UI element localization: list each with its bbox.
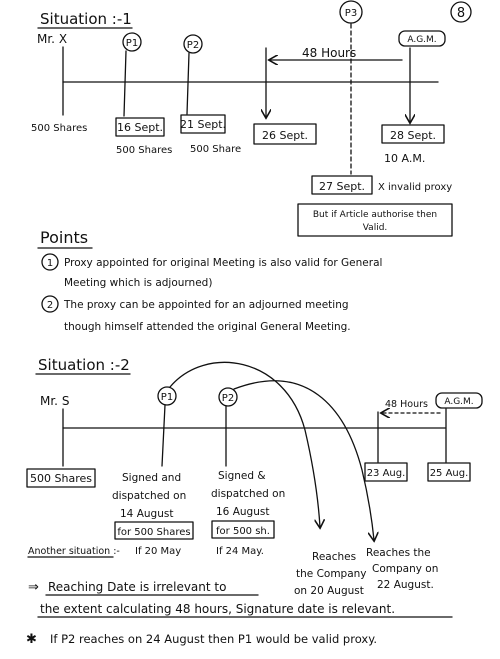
s2-p1-line1: Signed and (122, 472, 181, 484)
hours-label-2: 48 Hours (385, 399, 428, 410)
agm-date-box (381, 124, 445, 144)
mr-x-shares: 500 Shares (31, 123, 87, 134)
point1-line2: Meeting which is adjourned) (64, 277, 212, 289)
cutoff-date-box (253, 123, 317, 145)
agm-box-1 (398, 30, 446, 47)
date-25: 25 Aug. (430, 468, 469, 479)
s2-p2-circle (218, 387, 238, 407)
p2-date-box (180, 114, 226, 134)
situation1-title: Situation :-1 (40, 10, 132, 28)
point2-line1: The proxy can be appointed for an adjour… (63, 299, 349, 311)
point2-line2: though himself attended the original Gen… (64, 321, 351, 333)
reach2-line2: Company on (372, 563, 438, 575)
p1-label: P1 (126, 38, 138, 49)
another-p1: If 20 May (135, 546, 181, 557)
another-situation-label: Another situation :- (28, 546, 120, 557)
s2-p1-line2: dispatched on (112, 490, 186, 502)
hours-label-1: 48 Hours (302, 46, 356, 60)
date-25-box (427, 462, 471, 482)
reach2-line3: 22 August. (377, 579, 434, 591)
mr-x-label: Mr. X (37, 32, 67, 46)
mr-s-label: Mr. S (40, 394, 69, 408)
point1-line1: Proxy appointed for original Meeting is … (64, 257, 382, 269)
star-icon: ✱ (26, 632, 37, 647)
p1-date-box (115, 117, 165, 137)
s2-p1-box (114, 521, 194, 540)
reach1-line2: the Company (296, 568, 367, 580)
s2-p2-box (211, 520, 275, 539)
note-line1: Reaching Date is irrelevant to (48, 580, 226, 594)
date-23-box (364, 462, 408, 482)
point1-number: 1 (47, 258, 53, 269)
reach1-line1: Reaches (312, 551, 356, 563)
reach2-line1: Reaches the (366, 547, 431, 559)
agm-time: 10 A.M. (384, 152, 425, 165)
agm-label-2: A.G.M. (444, 397, 473, 407)
agm-label-1: A.G.M. (407, 35, 436, 45)
p1-shares: 500 Shares (116, 145, 172, 156)
s2-p1-line3: 14 August (120, 508, 173, 520)
agm-box-2 (435, 392, 483, 409)
p2-shares: 500 Share (190, 144, 241, 155)
cutoff-date: 26 Sept. (262, 129, 308, 142)
note-line3: If P2 reaches on 24 August then P1 would… (50, 632, 377, 646)
situation2-title: Situation :-2 (38, 356, 130, 374)
date-23: 23 Aug. (367, 468, 406, 479)
agm-date: 28 Sept. (390, 129, 436, 142)
point2-circle (41, 295, 59, 313)
invalid-note: X invalid proxy (378, 182, 452, 193)
page-number-circle (450, 1, 472, 23)
implies-arrow: ⇒ (28, 580, 39, 595)
s2-p1-label: P1 (161, 392, 173, 403)
article-note-line2: Valid. (363, 223, 388, 233)
reach1-line3: on 20 August (294, 585, 364, 597)
mr-s-shares-box (26, 468, 96, 488)
point1-circle (41, 253, 59, 271)
s2-p2-line1: Signed & (218, 470, 266, 482)
p1-circle (122, 32, 142, 52)
p2-reach-arrow (233, 380, 374, 540)
p3-date-box (311, 175, 373, 195)
s2-p1-circle (157, 386, 177, 406)
another-p2: If 24 May. (216, 546, 264, 557)
p2-circle (183, 34, 203, 54)
s2-p1-tick (161, 404, 166, 467)
s2-p2-box-text: for 500 sh. (216, 526, 270, 537)
point2-number: 2 (47, 300, 53, 311)
s2-p1-box-text: for 500 Shares (117, 527, 190, 538)
article-note-line1: But if Article authorise then (313, 210, 437, 220)
p3-label: P3 (345, 8, 357, 19)
points-title: Points (40, 228, 88, 247)
p1-tick (123, 50, 127, 117)
article-note-box (297, 203, 453, 237)
p1-reach-arrow (169, 361, 320, 527)
p2-label: P2 (187, 40, 199, 51)
s2-p2-line2: dispatched on (211, 488, 285, 500)
p2-date: 21 Sept. (180, 118, 226, 131)
mr-s-shares: 500 Shares (30, 472, 92, 485)
p1-date: 16 Sept. (117, 121, 163, 134)
s2-p2-label: P2 (222, 393, 234, 404)
note-line2: the extent calculating 48 hours, Signatu… (40, 602, 395, 616)
s2-p2-line3: 16 August (216, 506, 269, 518)
p3-date: 27 Sept. (319, 180, 365, 193)
p2-tick (186, 52, 190, 115)
page-number: 8 (457, 6, 465, 21)
p3-circle (339, 0, 363, 24)
